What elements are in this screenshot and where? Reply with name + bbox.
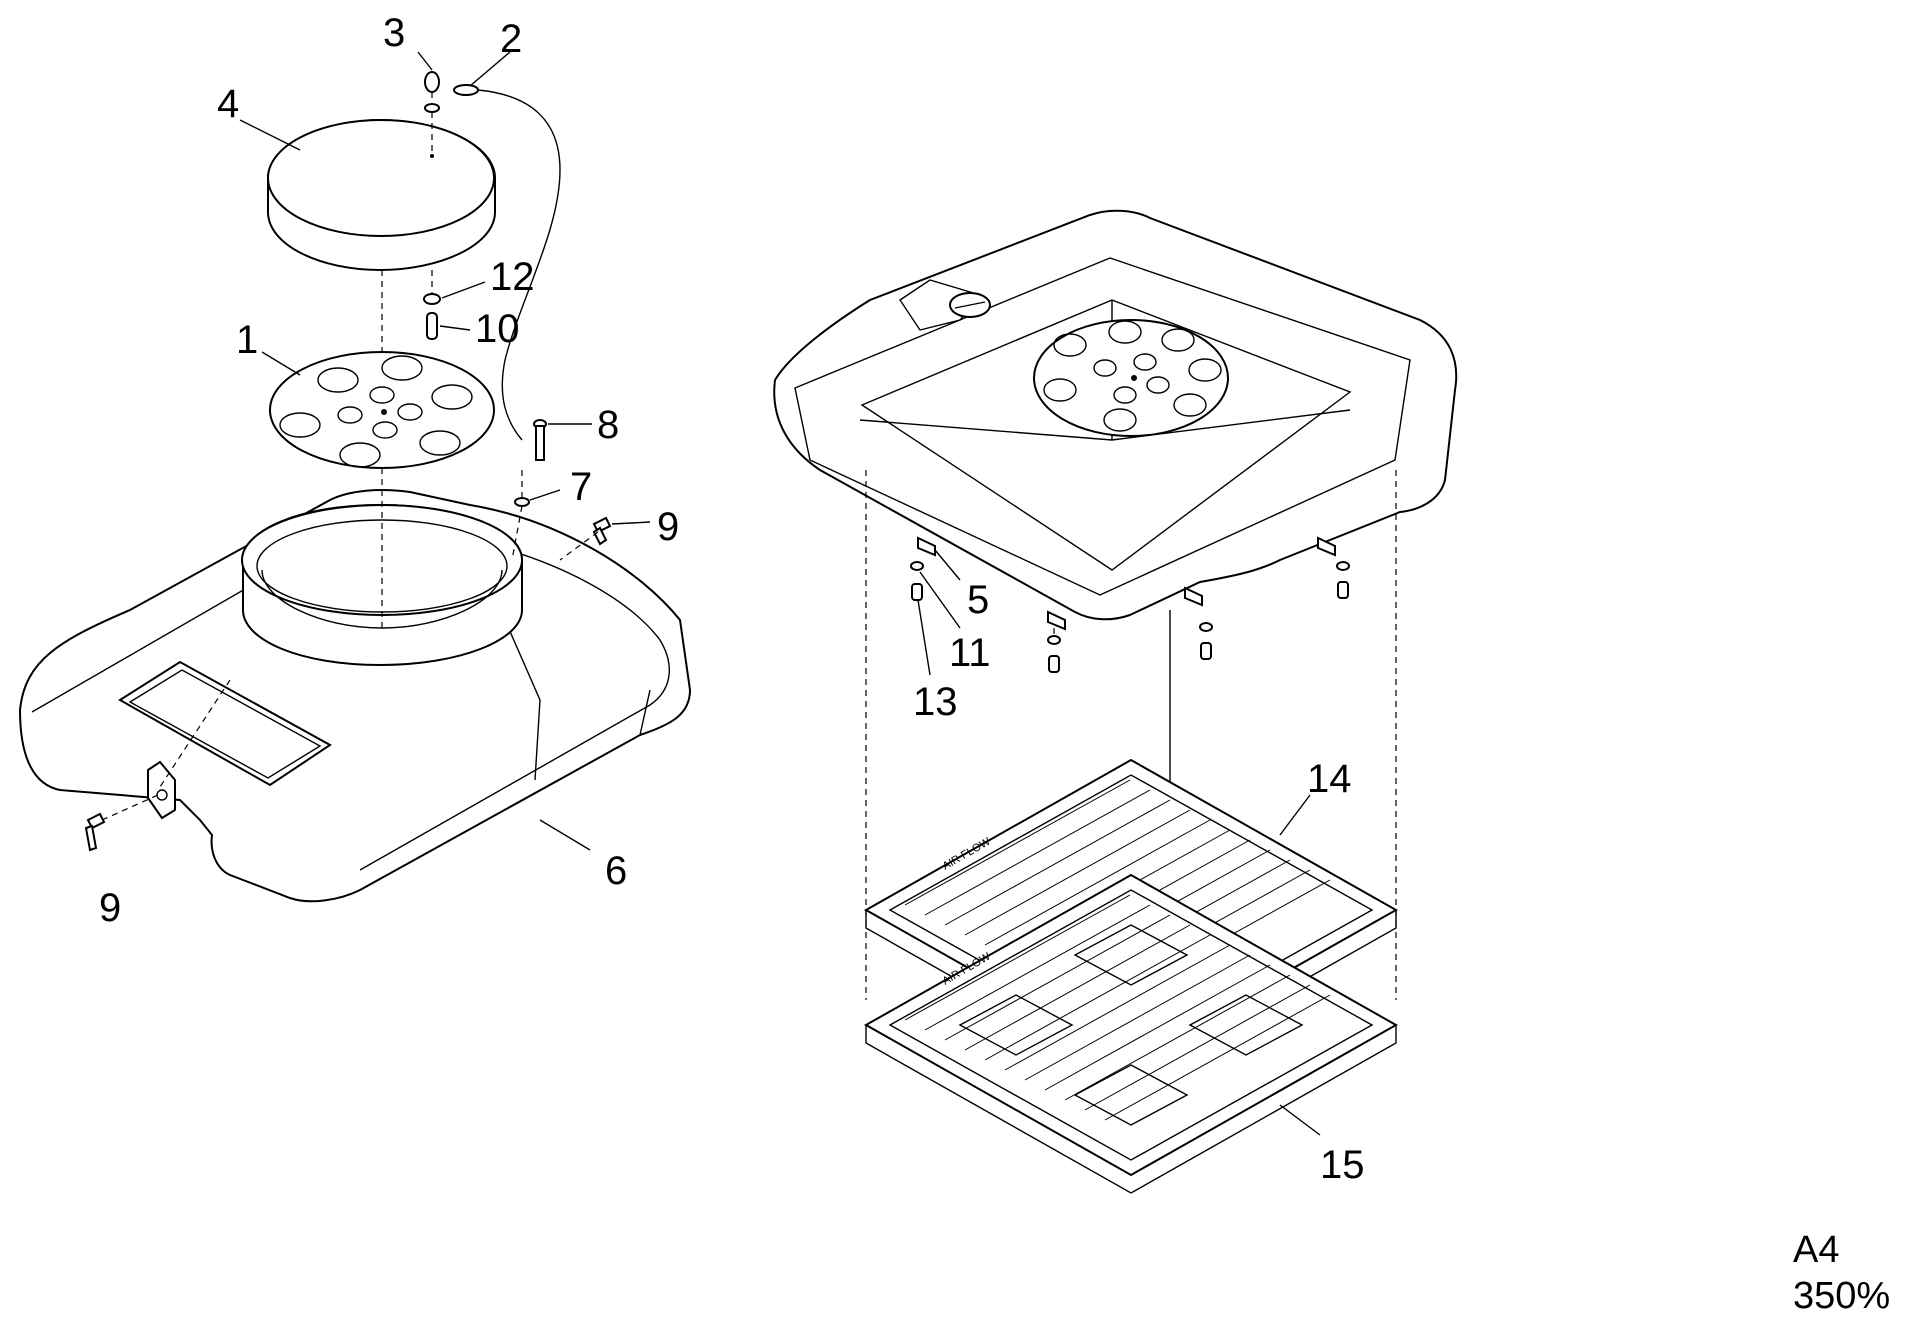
callout-9b: 9 <box>99 886 121 930</box>
callout-5: 5 <box>967 578 989 622</box>
part-5-clip <box>917 536 936 557</box>
part-13-screw <box>911 581 1349 673</box>
part-4-cover-disk <box>267 118 496 272</box>
part-5-clip <box>1047 610 1066 631</box>
callout-9a: 9 <box>657 505 679 549</box>
leader-lines <box>239 51 1321 1136</box>
part-8-screw <box>533 419 547 461</box>
part-1-perforated-plate <box>269 351 495 469</box>
callout-1: 1 <box>236 318 258 362</box>
part-11-washer <box>910 561 1350 645</box>
callout-10: 10 <box>475 307 520 351</box>
callout-2: 2 <box>500 17 522 61</box>
callout-3: 3 <box>383 11 405 55</box>
callout-15: 15 <box>1320 1143 1365 1187</box>
sheet-scale: 350% <box>1793 1275 1890 1317</box>
part-6-display-window <box>118 660 332 787</box>
callout-labels: 1 2 3 4 5 6 7 8 9 9 10 11 12 13 14 15 <box>99 11 1365 1187</box>
sheet-info: A4 350% <box>1793 1229 1890 1317</box>
callout-7: 7 <box>570 465 592 509</box>
part-9-screw-right <box>592 516 612 546</box>
part-9-screw-left <box>84 812 106 852</box>
sheet-size: A4 <box>1793 1229 1839 1271</box>
part-12-washer <box>423 293 441 305</box>
callout-11: 11 <box>949 631 991 675</box>
part-10-pin <box>426 312 438 340</box>
housing-bracket <box>147 760 176 820</box>
part-5-clip <box>1317 536 1336 557</box>
part-2-cord <box>453 84 561 441</box>
callout-14: 14 <box>1307 757 1352 801</box>
part-5-clip <box>1184 586 1203 607</box>
part-7-washer <box>514 497 530 507</box>
callout-13: 13 <box>913 680 958 724</box>
part-15-filter-lower: AIR FLOW <box>863 873 1399 1194</box>
callout-4: 4 <box>217 82 239 126</box>
callout-8: 8 <box>597 403 619 447</box>
upper-housing-perforated-disk <box>1033 319 1229 437</box>
callout-12: 12 <box>490 255 535 299</box>
callout-6: 6 <box>605 849 627 893</box>
